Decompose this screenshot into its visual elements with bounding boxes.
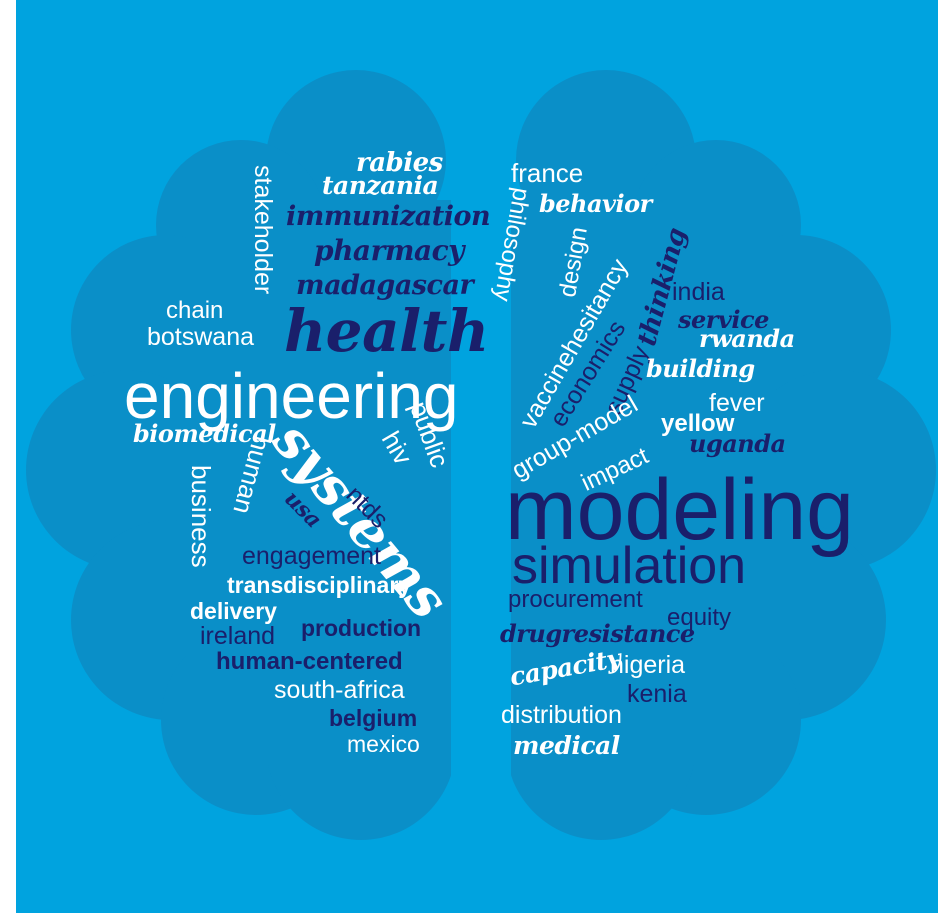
word-rwanda: rwanda [699, 324, 795, 353]
word-business: business [186, 465, 216, 568]
word-human-centered: human-centered [216, 648, 403, 675]
word-health: health [284, 297, 489, 365]
word-pharmacy: pharmacy [314, 234, 464, 267]
word-equity: equity [667, 604, 732, 631]
brain-shape [26, 60, 936, 860]
word-immunization: immunization [286, 201, 491, 232]
word-distribution: distribution [501, 701, 622, 729]
word-chain: chain [166, 297, 224, 324]
word-medical: medical [513, 731, 620, 760]
word-drugresistance: drugresistance [500, 619, 695, 648]
word-france: france [511, 158, 584, 188]
word-tanzania: tanzania [322, 171, 439, 200]
word-madagascar: madagascar [296, 270, 474, 301]
word-behavior: behavior [539, 189, 652, 218]
word-ireland: ireland [200, 622, 276, 650]
word-engineering: engineering [124, 360, 459, 432]
word-production: production [301, 615, 422, 641]
word-yellow: yellow [661, 410, 735, 437]
word-building: building [646, 354, 755, 383]
word-india: india [672, 278, 725, 306]
word-belgium: belgium [329, 705, 418, 731]
word-modeling: modeling [505, 462, 854, 558]
word-south-africa: south-africa [274, 676, 405, 704]
word-stakeholder: stakeholder [249, 165, 277, 295]
word-nigeria: nigeria [610, 651, 686, 679]
word-simulation: simulation [512, 537, 747, 595]
word-biomedical: biomedical [133, 419, 276, 448]
word-procurement: procurement [508, 586, 643, 613]
word-botswana: botswana [147, 323, 255, 351]
word-rabies: rabies [356, 148, 443, 178]
word-mexico: mexico [347, 731, 420, 757]
word-engagement: engagement [242, 542, 382, 570]
word-service: service [678, 305, 769, 334]
word-delivery: delivery [190, 598, 277, 624]
word-fever: fever [709, 389, 765, 417]
word-uganda: uganda [689, 429, 786, 458]
word-kenia: kenia [627, 680, 687, 708]
word-transdisciplinary: transdisciplinary [227, 572, 412, 598]
word-cloud-canvas: rabies tanzania stakeholder immunization… [16, 0, 938, 913]
